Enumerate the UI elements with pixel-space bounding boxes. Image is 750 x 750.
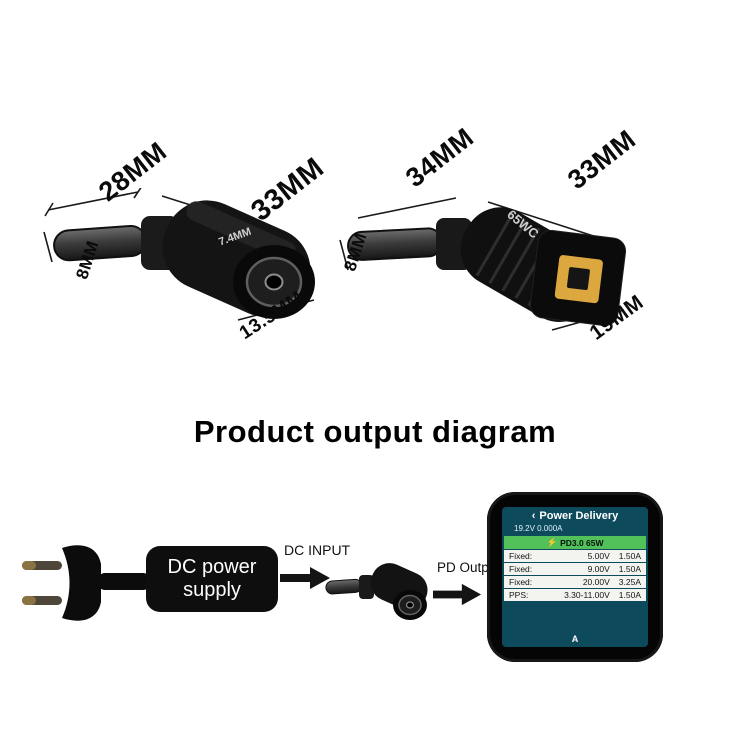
pdo-row: Fixed: 20.00V 3.25A — [504, 576, 646, 588]
pdo-voltage: 9.00V — [587, 564, 610, 574]
pd-protocol-row: ⚡ PD3.0 65W — [504, 536, 646, 549]
pdo-current: 1.50A — [618, 590, 641, 600]
page-title: Product output diagram — [193, 414, 557, 449]
pdo-current: 3.25A — [618, 577, 641, 587]
plug-body — [62, 545, 101, 621]
pdo-voltage: 20.00V — [582, 577, 610, 587]
voltage-current-readout: 19.2V 0.000A — [514, 524, 563, 533]
pdo-row: Fixed: 9.00V 1.50A — [504, 563, 646, 575]
dimension-label-34mm: 34MM — [400, 122, 480, 194]
dc-input-label: DC INPUT — [284, 542, 351, 558]
pdo-voltage: 5.00V — [587, 551, 610, 561]
lightning-icon: ⚡ — [546, 537, 558, 547]
pdo-voltage: 3.30-11.00V — [564, 590, 610, 600]
pdo-row: PPS: 3.30-11.00V 1.50A — [504, 589, 646, 601]
dimension-label-33mm-right: 33MM — [562, 124, 642, 196]
dc-power-supply-label: DC power supply — [167, 556, 257, 601]
arrow-right-icon — [433, 583, 482, 606]
pd-protocol-label: PD3.0 65W — [560, 537, 604, 548]
pdo-current: 1.50A — [618, 564, 641, 574]
screen-bottom-indicator: A — [571, 634, 579, 644]
screen-title: Power Delivery — [539, 509, 619, 522]
pd-output-label: PD Output — [437, 560, 501, 575]
plug-cable — [98, 573, 150, 590]
pdo-type: Fixed: — [509, 564, 533, 574]
dc-barrel-port — [233, 245, 315, 319]
screen-header: ‹ Power Delivery — [502, 507, 648, 524]
slim-tip-adapter-photo — [339, 197, 627, 331]
dc-adapter-photo — [43, 188, 315, 321]
pdo-type: Fixed: — [509, 551, 533, 561]
pd-tester-screen: ‹ Power Delivery 19.2V 0.000A ⚡ PD3.0 65… — [502, 507, 648, 647]
eu-plug-photo — [22, 545, 150, 621]
dc-power-supply-box: DC power supply — [146, 546, 278, 612]
pd-tester: ‹ Power Delivery 19.2V 0.000A ⚡ PD3.0 65… — [487, 492, 663, 662]
arrow-right-icon — [280, 567, 330, 589]
adapter-photo-small — [325, 563, 428, 620]
pdo-row: Fixed: 5.00V 1.50A — [504, 550, 646, 562]
pdo-current: 1.50A — [618, 551, 641, 561]
pdo-type: PPS: — [509, 590, 529, 600]
back-chevron-icon: ‹ — [531, 509, 536, 522]
pdo-type: Fixed: — [509, 577, 533, 587]
slim-tip-port — [529, 229, 627, 327]
